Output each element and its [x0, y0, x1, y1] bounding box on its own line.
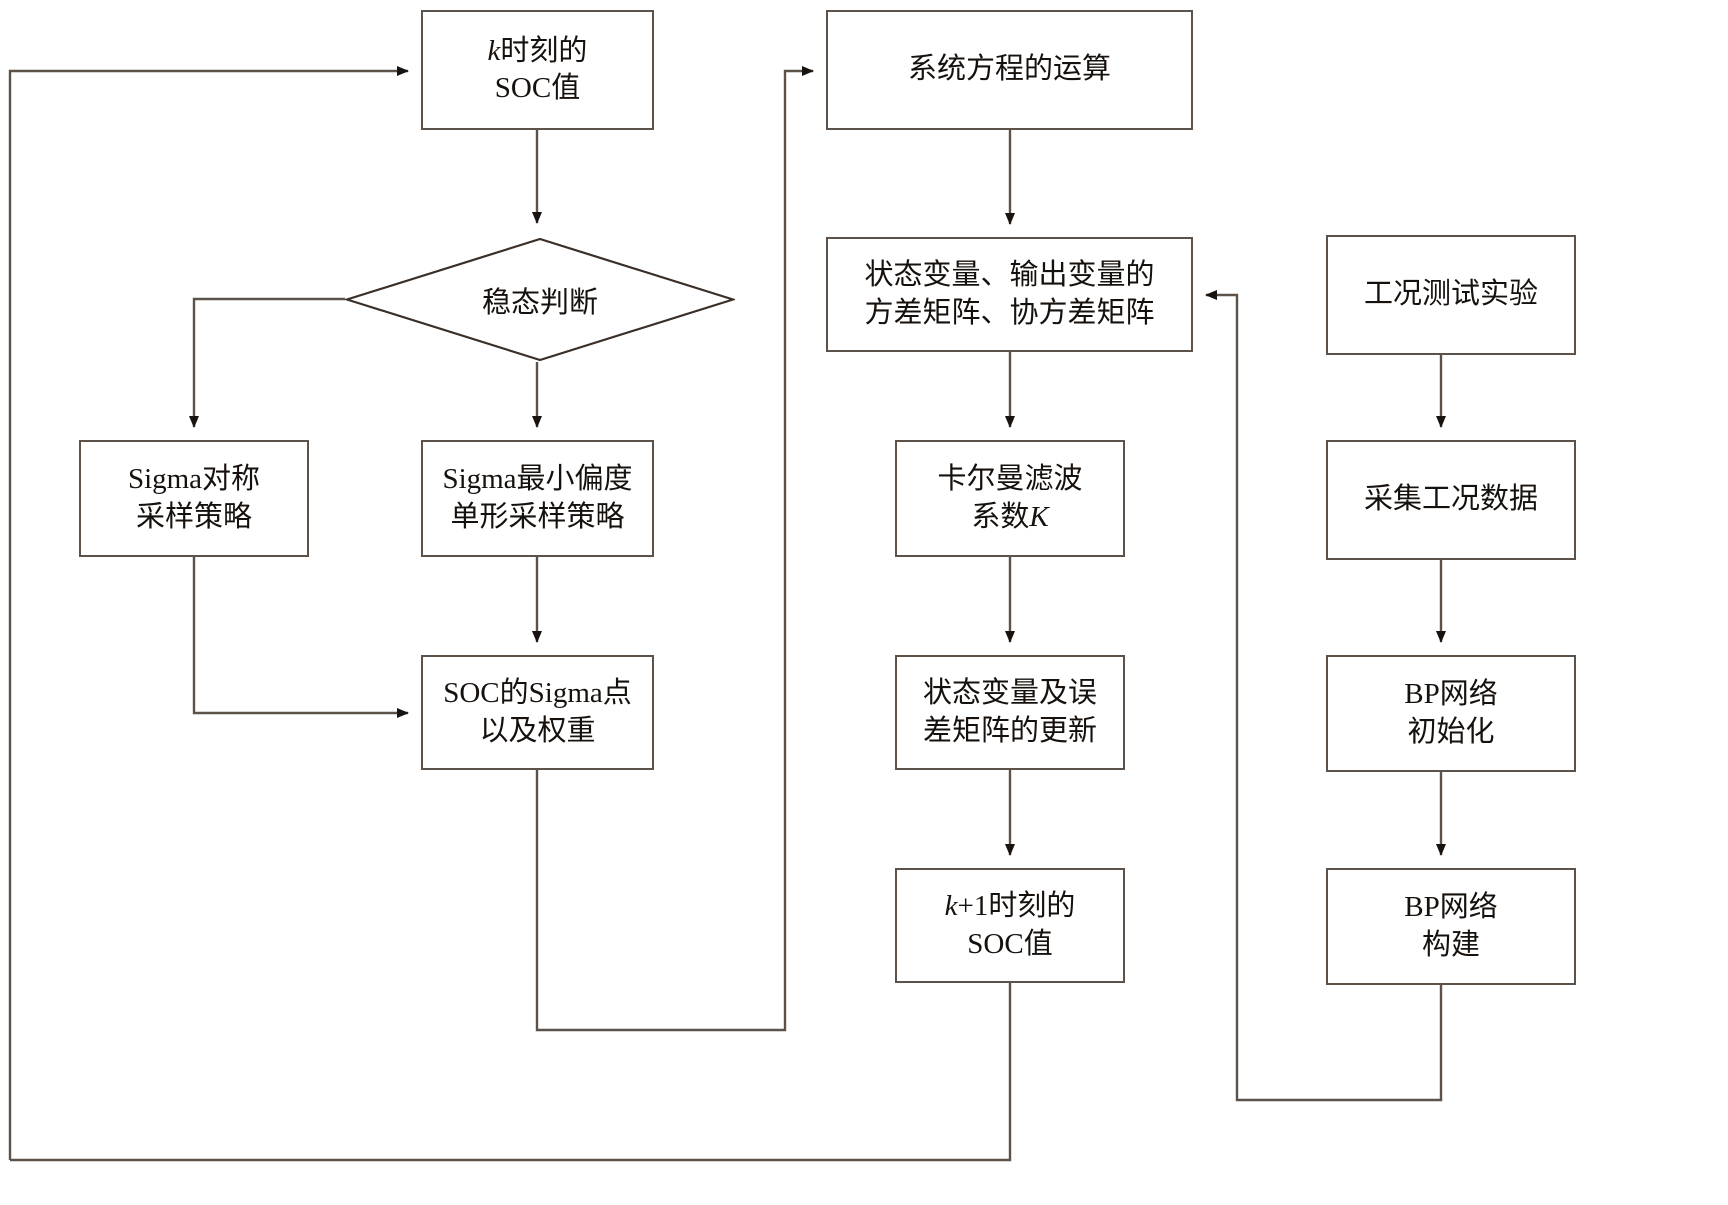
node-state-update-label: 状态变量及误差矩阵的更新	[923, 675, 1097, 749]
soc-sigma-line2: 以及权重	[479, 714, 596, 747]
node-soc-k-value-label: k时刻的 SOC值	[488, 33, 588, 107]
node-system-equation-computation[interactable]: 系统方程的运算	[826, 10, 1193, 130]
soc-k1-line2: SOC值	[967, 927, 1053, 960]
var-matrix-line1: 状态变量、输出变量的	[864, 259, 1155, 292]
soc-k1-line1: +1时刻的	[957, 890, 1076, 923]
node-variance-covariance-matrix[interactable]: 状态变量、输出变量的方差矩阵、协方差矩阵	[826, 237, 1193, 352]
node-sigma-symmetric-label: Sigma对称采样策略	[128, 461, 260, 535]
bp-build-line1: BP网络	[1404, 891, 1498, 924]
node-sigma-min-label: Sigma最小偏度单形采样策略	[442, 461, 632, 535]
node-condition-test-experiment[interactable]: 工况测试实验	[1326, 235, 1576, 355]
edge-sigma-sym-to-soc-sigma	[192, 557, 409, 718]
node-system-equation-label: 系统方程的运算	[907, 53, 1111, 86]
diamond-shape	[345, 237, 735, 362]
edge-steady-to-sigma-sym	[189, 297, 345, 428]
state-update-line1: 状态变量及误	[922, 677, 1097, 710]
sigma-sym-line1: Sigma对称	[127, 463, 261, 496]
edge-feedback-loop-left	[8, 66, 409, 1160]
node-soc-k1-label: k+1时刻的 SOC值	[945, 888, 1076, 962]
bp-init-line1: BP网络	[1404, 678, 1498, 711]
var-matrix-line2: 方差矩阵、协方差矩阵	[864, 296, 1155, 329]
node-collect-condition-data[interactable]: 采集工况数据	[1326, 440, 1576, 560]
kalman-line2-pre: 系数	[971, 500, 1030, 533]
bp-build-line2: 构建	[1421, 928, 1480, 961]
node-bp-network-initialization[interactable]: BP网络初始化	[1326, 655, 1576, 772]
node-kalman-label: 卡尔曼滤波系数K	[937, 461, 1082, 535]
state-update-line2: 差矩阵的更新	[922, 714, 1097, 747]
node-bp-init-label: BP网络初始化	[1404, 676, 1497, 750]
bp-init-line2: 初始化	[1407, 715, 1495, 748]
node-soc-k-plus-1-value[interactable]: k+1时刻的 SOC值	[895, 868, 1125, 983]
node-soc-sigma-points-weights[interactable]: SOC的Sigma点以及权重	[421, 655, 654, 770]
soc-k-line2: SOC值	[494, 72, 581, 104]
node-variance-matrix-label: 状态变量、输出变量的方差矩阵、协方差矩阵	[864, 257, 1154, 331]
soc-k-italic-k: k	[487, 34, 501, 67]
kalman-coefficient-k: K	[1029, 500, 1049, 533]
node-sigma-symmetric-sampling[interactable]: Sigma对称采样策略	[79, 440, 309, 557]
node-state-error-matrix-update[interactable]: 状态变量及误差矩阵的更新	[895, 655, 1125, 770]
edge-soc-k1-to-bottom-loop	[10, 983, 1012, 1162]
soc-sigma-line1: SOC的Sigma点	[443, 677, 632, 710]
node-soc-sigma-label: SOC的Sigma点以及权重	[443, 675, 632, 749]
kalman-line1: 卡尔曼滤波	[937, 463, 1083, 496]
soc-k1-italic-k: k	[944, 890, 958, 923]
sigma-min-line1: Sigma最小偏度	[442, 463, 633, 496]
node-kalman-filter-coefficient[interactable]: 卡尔曼滤波系数K	[895, 440, 1125, 557]
sigma-min-line2: 单形采样策略	[450, 500, 625, 533]
sigma-sym-line2: 采样策略	[135, 500, 252, 533]
node-condition-test-label: 工况测试实验	[1363, 278, 1538, 311]
node-soc-k-value[interactable]: k时刻的 SOC值	[421, 10, 654, 130]
node-bp-network-construction[interactable]: BP网络构建	[1326, 868, 1576, 985]
node-collect-data-label: 采集工况数据	[1363, 483, 1538, 516]
node-steady-state-decision-label: 稳态判断	[481, 286, 598, 319]
soc-k-line1: 时刻的	[500, 34, 588, 67]
node-bp-build-label: BP网络构建	[1404, 889, 1497, 963]
node-sigma-min-skew-simplex-sampling[interactable]: Sigma最小偏度单形采样策略	[421, 440, 654, 557]
node-steady-state-decision[interactable]: 稳态判断	[345, 237, 735, 362]
